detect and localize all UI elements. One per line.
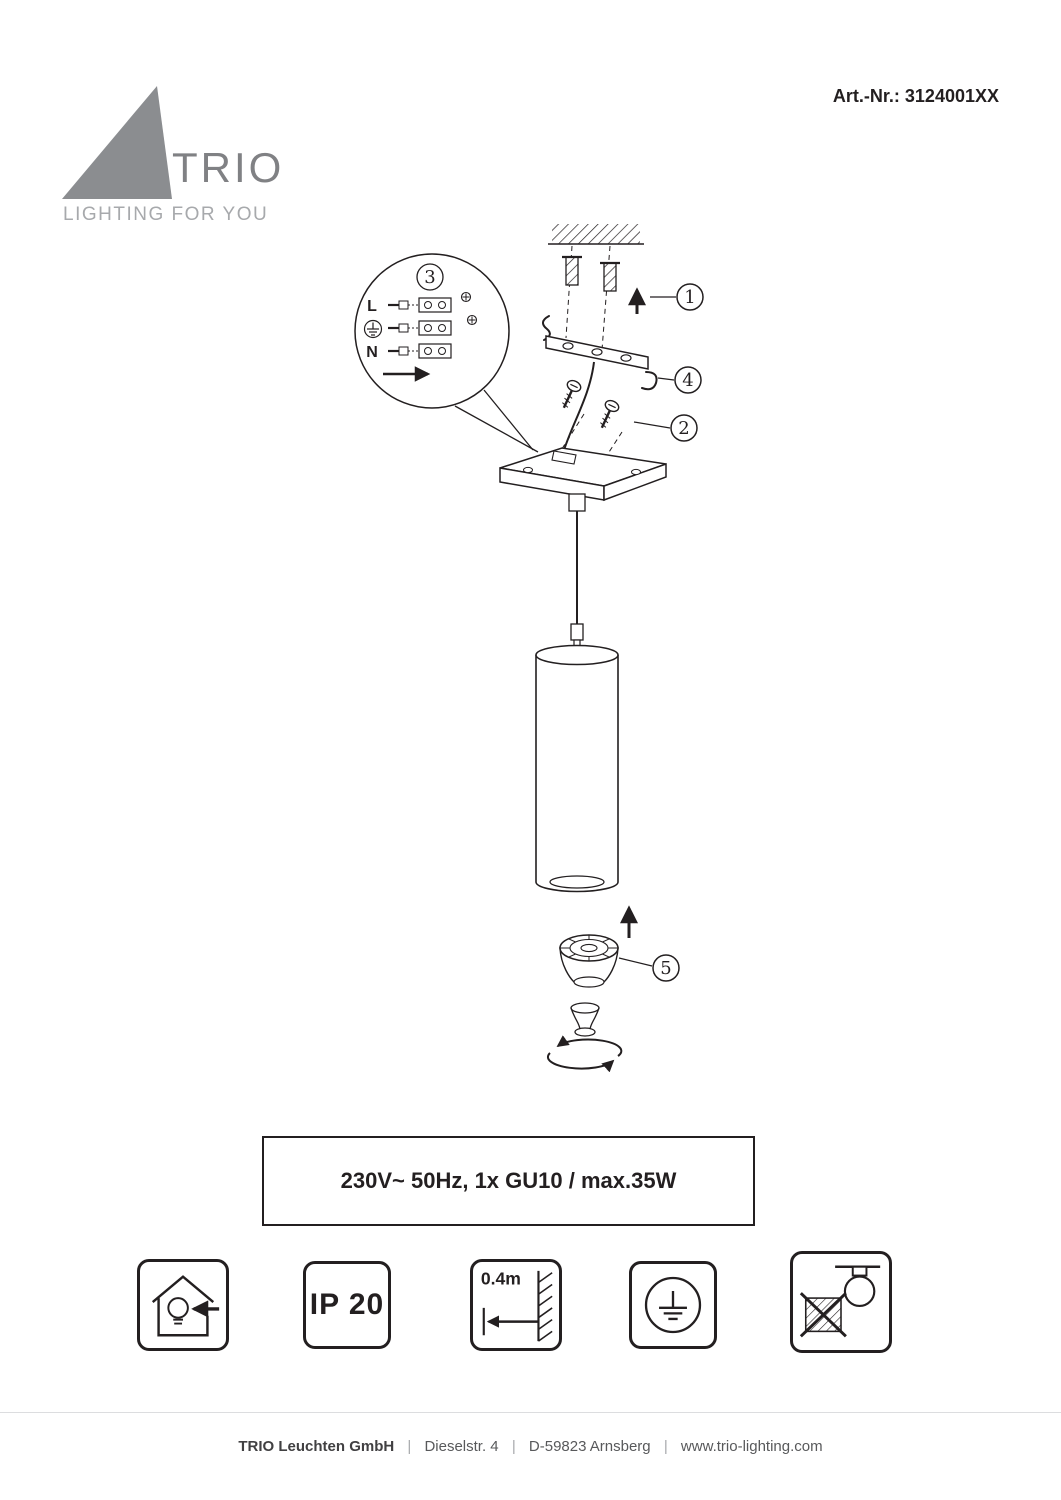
footer: TRIO Leuchten GmbH | Dieselstr. 4 | D-59… (0, 1438, 1061, 1455)
footer-company: TRIO Leuchten GmbH (238, 1438, 395, 1455)
twist-arrow-icon (546, 1035, 623, 1073)
canopy-screw-icons (562, 379, 620, 429)
svg-text:4: 4 (682, 370, 693, 391)
live-label: L (367, 298, 377, 315)
footer-website: www.trio-lighting.com (680, 1438, 823, 1455)
spec-box: 230V~ 50Hz, 1x GU10 / max.35W (262, 1136, 755, 1226)
svg-text:5: 5 (660, 958, 671, 979)
neutral-label: N (366, 344, 378, 361)
assembly-diagram: 1 4 (354, 224, 704, 1073)
footer-separator: | (407, 1438, 412, 1455)
callout-1: 1 (650, 283, 704, 311)
article-number: Art.-Nr.: 3124001XX (832, 86, 999, 106)
earth-symbol-icon (363, 319, 383, 339)
logo-brand-text: TRIO (172, 144, 285, 191)
footer-street: Dieselstr. 4 (424, 1438, 499, 1455)
pendant-cylinder (535, 623, 619, 893)
svg-text:2: 2 (678, 418, 689, 439)
wall-plug-icons (562, 255, 620, 292)
svg-text:0.4m: 0.4m (481, 1268, 521, 1288)
alignment-lines (559, 245, 623, 467)
canopy (499, 447, 667, 512)
footer-separator: | (511, 1438, 516, 1455)
footer-divider (0, 1412, 1061, 1413)
callout-4: 4 (657, 366, 702, 394)
callout-2: 2 (633, 414, 698, 442)
spec-text: 230V~ 50Hz, 1x GU10 / max.35W (340, 1168, 677, 1193)
gu10-bulb (559, 934, 619, 988)
svg-text:1: 1 (684, 287, 695, 308)
mounting-bracket (542, 315, 658, 391)
ip-rating-text: IP 20 (309, 1288, 385, 1321)
indoor-use-icon (137, 1259, 229, 1351)
trio-logo: TRIO LIGHTING FOR YOU (62, 86, 292, 225)
footer-separator: | (663, 1438, 668, 1455)
svg-text:3: 3 (424, 267, 435, 288)
terminal-rows (388, 291, 478, 359)
mains-cable (563, 361, 595, 451)
do-not-cover-icon (790, 1251, 892, 1353)
callout-5: 5 (618, 954, 680, 982)
protection-class-earth-icon (629, 1261, 717, 1349)
logo-tagline-text: LIGHTING FOR YOU (63, 204, 269, 225)
socket-ring (570, 1002, 600, 1037)
wiring-detail-balloon: 3 L N (354, 253, 539, 453)
min-distance-icon: 0.4m (470, 1259, 562, 1351)
footer-city: D-59823 Arnsberg (528, 1438, 651, 1455)
ip-rating-icon: IP 20 (303, 1261, 391, 1349)
ceiling-hatch (548, 224, 644, 245)
logo-triangle-icon (62, 86, 172, 199)
